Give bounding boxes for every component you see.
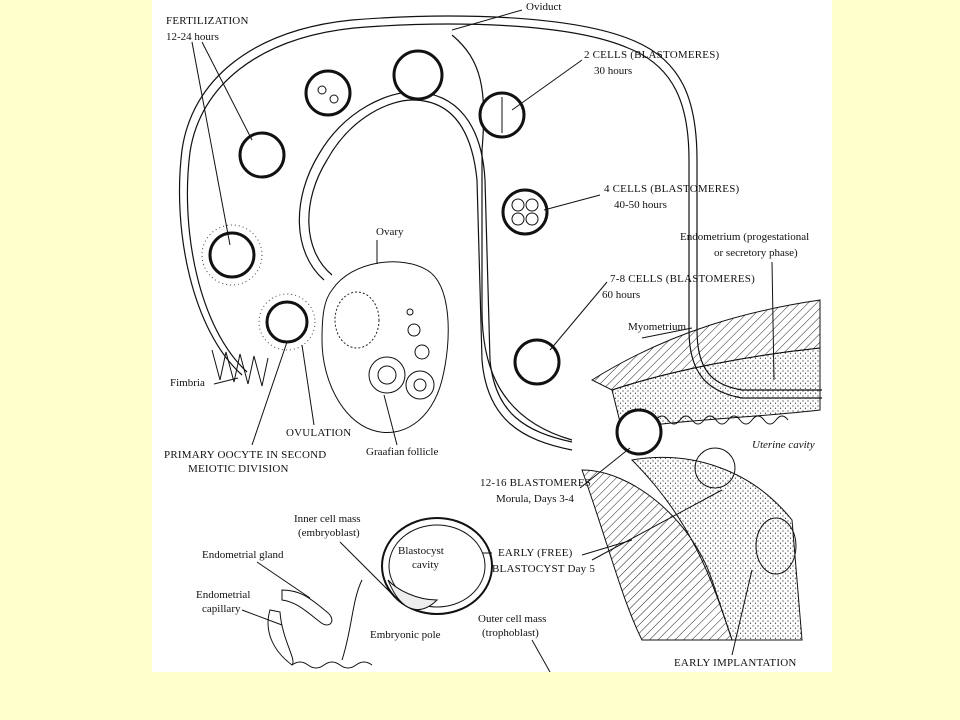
early-blastocyst-leader-2 — [591, 489, 723, 561]
label-primary-oocyte-1: PRIMARY OOCYTE IN SECOND — [164, 449, 326, 461]
oviduct-right-wall — [451, 34, 573, 441]
epithelium-wave — [291, 661, 373, 669]
four-cell-blastomere-3 — [511, 212, 525, 226]
four-cell-blastomere-2 — [525, 198, 539, 212]
outer-cell-mass-leader — [531, 639, 551, 672]
label-four-cells: 4 CELLS (BLASTOMERES) — [604, 183, 740, 195]
graafian-follicle-2-inner — [413, 378, 427, 392]
two-cells-leader — [511, 59, 583, 111]
label-embryonic-pole: Embryonic pole — [370, 629, 441, 641]
graafian-follicle-leader — [383, 394, 398, 446]
endometrial-gland-leader — [256, 561, 311, 599]
label-early-blastocyst-2: BLASTOCYST Day 5 — [492, 563, 595, 575]
four-cell-blastomere-4 — [525, 212, 539, 226]
oviduct-inner-wall — [308, 99, 573, 451]
corpus-luteum — [334, 291, 380, 349]
label-endometrium-1: Endometrium (progestational — [680, 231, 809, 243]
small-follicle-3 — [406, 308, 414, 316]
label-two-cells-time: 30 hours — [594, 65, 632, 77]
primary-oocyte-leader — [251, 341, 288, 446]
label-endometrial-capillary-2: capillary — [202, 603, 241, 615]
fertilization-leader-1 — [191, 41, 231, 246]
label-fertilization-time: 12-24 hours — [166, 31, 219, 43]
myometrium-leader — [641, 327, 693, 339]
fertilized-oocyte — [238, 131, 286, 179]
blastocyst-inner — [388, 524, 486, 608]
label-endometrium-2: or secretory phase) — [714, 247, 798, 259]
small-follicle-2 — [414, 344, 430, 360]
label-fertilization: FERTILIZATION — [166, 15, 249, 27]
label-seven-eight-cells: 7-8 CELLS (BLASTOMERES) — [610, 273, 755, 285]
graafian-follicle-1-inner — [377, 365, 397, 385]
ovulation-leader — [301, 344, 315, 426]
label-two-cells: 2 CELLS (BLASTOMERES) — [584, 49, 720, 61]
endometrium-leader — [771, 261, 775, 381]
pronuclei-stage — [304, 69, 352, 117]
label-oviduct: Oviduct — [526, 1, 561, 13]
label-fimbria: Fimbria — [170, 377, 205, 389]
pronucleus-2 — [329, 94, 339, 104]
label-uterine-cavity: Uterine cavity — [752, 439, 815, 451]
small-follicle-1 — [407, 323, 421, 337]
early-implantation-leader — [731, 569, 753, 656]
oviduct-inner-wall-outer — [298, 91, 573, 443]
corona-radiata — [201, 224, 263, 286]
four-cells-leader — [543, 194, 601, 211]
diagram-paper: FERTILIZATION 12-24 hours Oviduct 2 CELL… — [152, 0, 832, 672]
oviduct-leader — [451, 9, 523, 31]
label-inner-cell-mass-1: Inner cell mass — [294, 513, 361, 525]
label-seven-eight-time: 60 hours — [602, 289, 640, 301]
primary-oocyte — [265, 300, 309, 344]
label-morula-2: Morula, Days 3-4 — [496, 493, 574, 505]
label-ovulation: OVULATION — [286, 427, 351, 439]
oviduct-outer-wall-inner — [186, 23, 822, 399]
label-endometrial-gland: Endometrial gland — [202, 549, 284, 561]
label-outer-cell-mass-1: Outer cell mass — [478, 613, 546, 625]
label-primary-oocyte-2: MEIOTIC DIVISION — [188, 463, 289, 475]
fimbria-fringe — [211, 349, 269, 387]
label-morula-1: 12-16 BLASTOMERES — [480, 477, 591, 489]
embryo-development-diagram: FERTILIZATION 12-24 hours Oviduct 2 CELL… — [164, 1, 822, 672]
morula-leader — [579, 447, 631, 489]
endometrium-region — [611, 347, 821, 431]
morula — [615, 408, 663, 456]
label-inner-cell-mass-2: (embryoblast) — [298, 527, 360, 539]
endometrial-capillary-shape — [267, 609, 294, 666]
label-blastocyst-cavity-2: cavity — [412, 559, 439, 571]
label-early-blastocyst-1: EARLY (FREE) — [498, 547, 573, 559]
label-early-implantation: EARLY IMPLANTATION — [674, 657, 797, 669]
eight-cell-stage — [513, 338, 561, 386]
ovary-outline — [321, 261, 449, 434]
pronucleus-1 — [317, 85, 327, 95]
oviduct-outer-wall — [178, 15, 822, 391]
label-graafian-follicle: Graafian follicle — [366, 446, 438, 458]
epithelium-line — [341, 579, 363, 661]
label-four-cells-time: 40-50 hours — [614, 199, 667, 211]
first-cleavage-stage — [392, 49, 444, 101]
inner-cell-mass-leader — [339, 541, 395, 597]
graafian-follicle-2 — [405, 370, 435, 400]
graafian-follicle-1 — [368, 356, 406, 394]
endometrial-capillary-leader — [241, 609, 283, 626]
seven-eight-cells-leader — [549, 281, 608, 351]
label-blastocyst-cavity-1: Blastocyst — [398, 545, 444, 557]
label-ovary: Ovary — [376, 226, 404, 238]
uterine-wall-lower-stipple — [630, 457, 803, 641]
primary-oocyte-corona — [258, 293, 316, 351]
four-cell-stage — [501, 188, 549, 236]
inner-cell-mass — [387, 579, 439, 610]
four-cell-blastomere-1 — [511, 198, 525, 212]
fertilization-leader-2 — [201, 41, 253, 141]
oocyte-corona — [208, 231, 256, 279]
blastocyst-outer — [381, 517, 493, 615]
label-myometrium: Myometrium — [628, 321, 686, 333]
label-endometrial-capillary-1: Endometrial — [196, 589, 250, 601]
label-outer-cell-mass-2: (trophoblast) — [482, 627, 539, 639]
free-blastocyst-small — [694, 447, 736, 489]
endometrial-gland-shape — [281, 589, 333, 626]
fimbria-leader — [213, 377, 239, 385]
implanting-blastocyst — [755, 517, 797, 575]
